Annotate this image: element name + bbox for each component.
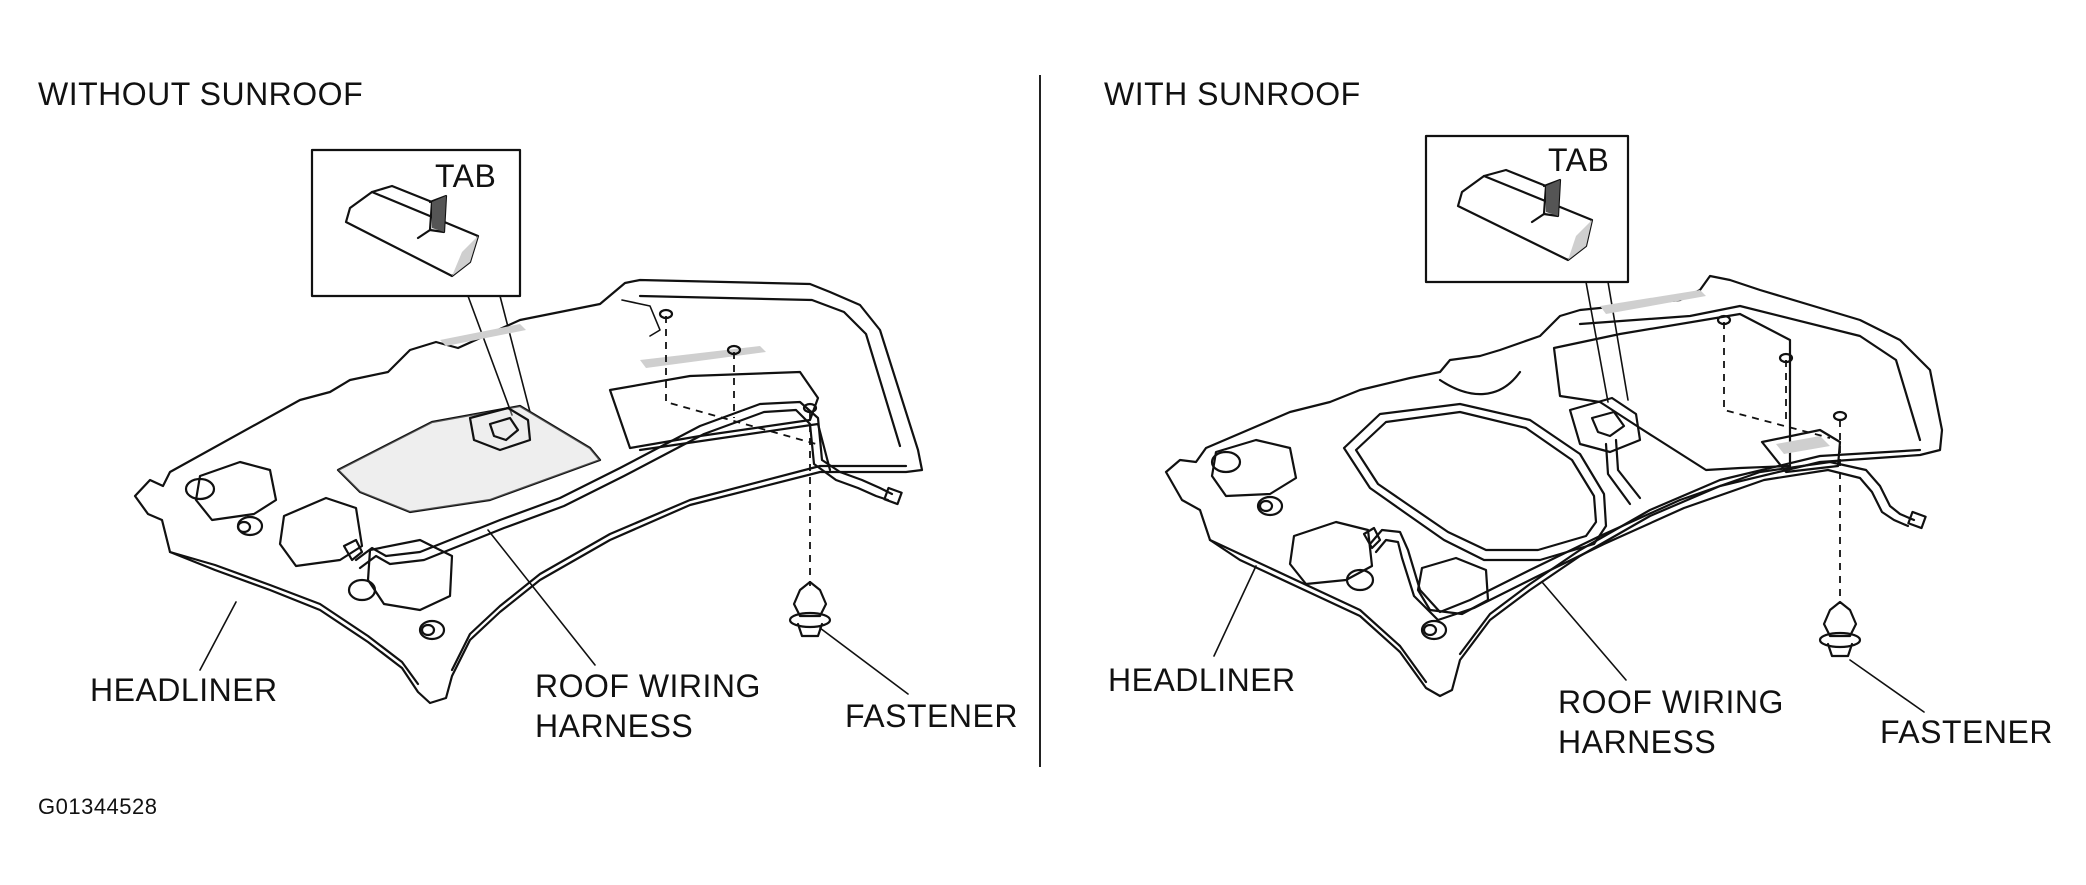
left-tab-icon (344, 184, 480, 278)
left-fastener-guide-1 (665, 316, 817, 445)
right-fastener-leader (1849, 659, 1925, 713)
right-roof-wiring-harness (1368, 460, 1916, 614)
right-inset-leader-2 (1607, 281, 1629, 401)
right-fastener-icon (1818, 600, 1862, 658)
left-harness-label-line1: ROOF WIRING (535, 668, 761, 704)
left-panel-title: WITHOUT SUNROOF (38, 76, 364, 112)
left-roof-wiring-harness (354, 400, 894, 562)
left-inset-leader-1 (467, 295, 513, 416)
right-panel-title: WITH SUNROOF (1104, 76, 1361, 112)
left-harness-label-line2: HARNESS (535, 708, 694, 744)
left-inset-leader-2 (499, 295, 531, 413)
right-fastener-label: FASTENER (1880, 714, 2053, 750)
left-headliner-label: HEADLINER (90, 672, 278, 708)
right-headliner-outline (1164, 274, 1944, 698)
left-center-panel (336, 404, 602, 514)
left-headliner-assembly (133, 148, 924, 705)
left-headliner-leader (199, 601, 237, 671)
left-tab-label: TAB (435, 158, 497, 194)
left-fastener-label: FASTENER (845, 698, 1018, 734)
right-harness-label-line2: HARNESS (1558, 724, 1717, 760)
right-tab-inset-box (1424, 134, 1630, 284)
right-harness-leader (1541, 581, 1627, 681)
panel-divider (1039, 75, 1041, 767)
left-fastener-icon (788, 580, 832, 638)
left-tab-inset-box (310, 148, 522, 298)
left-rear-panel (608, 370, 820, 450)
right-harness-label-line1: ROOF WIRING (1558, 684, 1784, 720)
left-fastener-leader (819, 627, 909, 695)
right-tab-label: TAB (1548, 142, 1610, 178)
right-headliner-label: HEADLINER (1108, 662, 1296, 698)
right-fastener-guide-1 (1723, 322, 1831, 439)
right-headliner-leader (1213, 565, 1257, 657)
right-inset-leader-1 (1585, 281, 1609, 403)
left-harness-leader (487, 529, 596, 666)
right-sunroof-opening (1342, 402, 1608, 562)
left-headliner-outline (133, 278, 924, 705)
right-headliner-assembly (1164, 134, 1944, 713)
figure-code: G01344528 (38, 794, 158, 819)
right-tab-icon (1456, 168, 1594, 262)
